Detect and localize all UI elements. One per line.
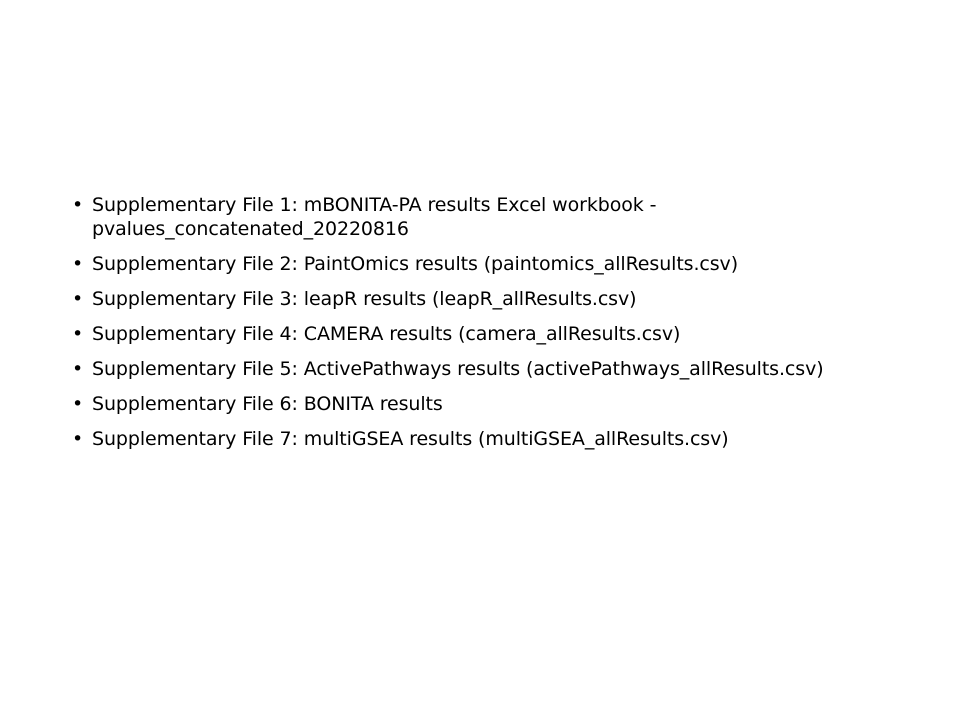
- list-item: • Supplementary File 3: leapR results (l…: [72, 287, 892, 311]
- bullet-icon: •: [72, 358, 84, 380]
- bullet-icon: •: [72, 323, 84, 345]
- list-item-text: Supplementary File 5: ActivePathways res…: [92, 358, 824, 380]
- list-item: • Supplementary File 7: multiGSEA result…: [72, 427, 892, 451]
- bullet-icon: •: [72, 253, 84, 275]
- list-item: • Supplementary File 2: PaintOmics resul…: [72, 252, 892, 276]
- list-item-text: Supplementary File 2: PaintOmics results…: [92, 253, 739, 275]
- bullet-icon: •: [72, 393, 84, 415]
- list-item: • Supplementary File 1: mBONITA-PA resul…: [72, 193, 892, 241]
- list-item-text: Supplementary File 1: mBONITA-PA results…: [92, 194, 657, 240]
- list-item: • Supplementary File 4: CAMERA results (…: [72, 322, 892, 346]
- list-item: • Supplementary File 5: ActivePathways r…: [72, 357, 892, 381]
- list-item-text: Supplementary File 6: BONITA results: [92, 393, 443, 415]
- bullet-list: • Supplementary File 1: mBONITA-PA resul…: [72, 193, 892, 462]
- list-item-text: Supplementary File 3: leapR results (lea…: [92, 288, 637, 310]
- list-item: • Supplementary File 6: BONITA results: [72, 392, 892, 416]
- list-item-text: Supplementary File 4: CAMERA results (ca…: [92, 323, 681, 345]
- list-item-text: Supplementary File 7: multiGSEA results …: [92, 428, 729, 450]
- bullet-icon: •: [72, 288, 84, 310]
- bullet-icon: •: [72, 428, 84, 450]
- bullet-icon: •: [72, 194, 84, 216]
